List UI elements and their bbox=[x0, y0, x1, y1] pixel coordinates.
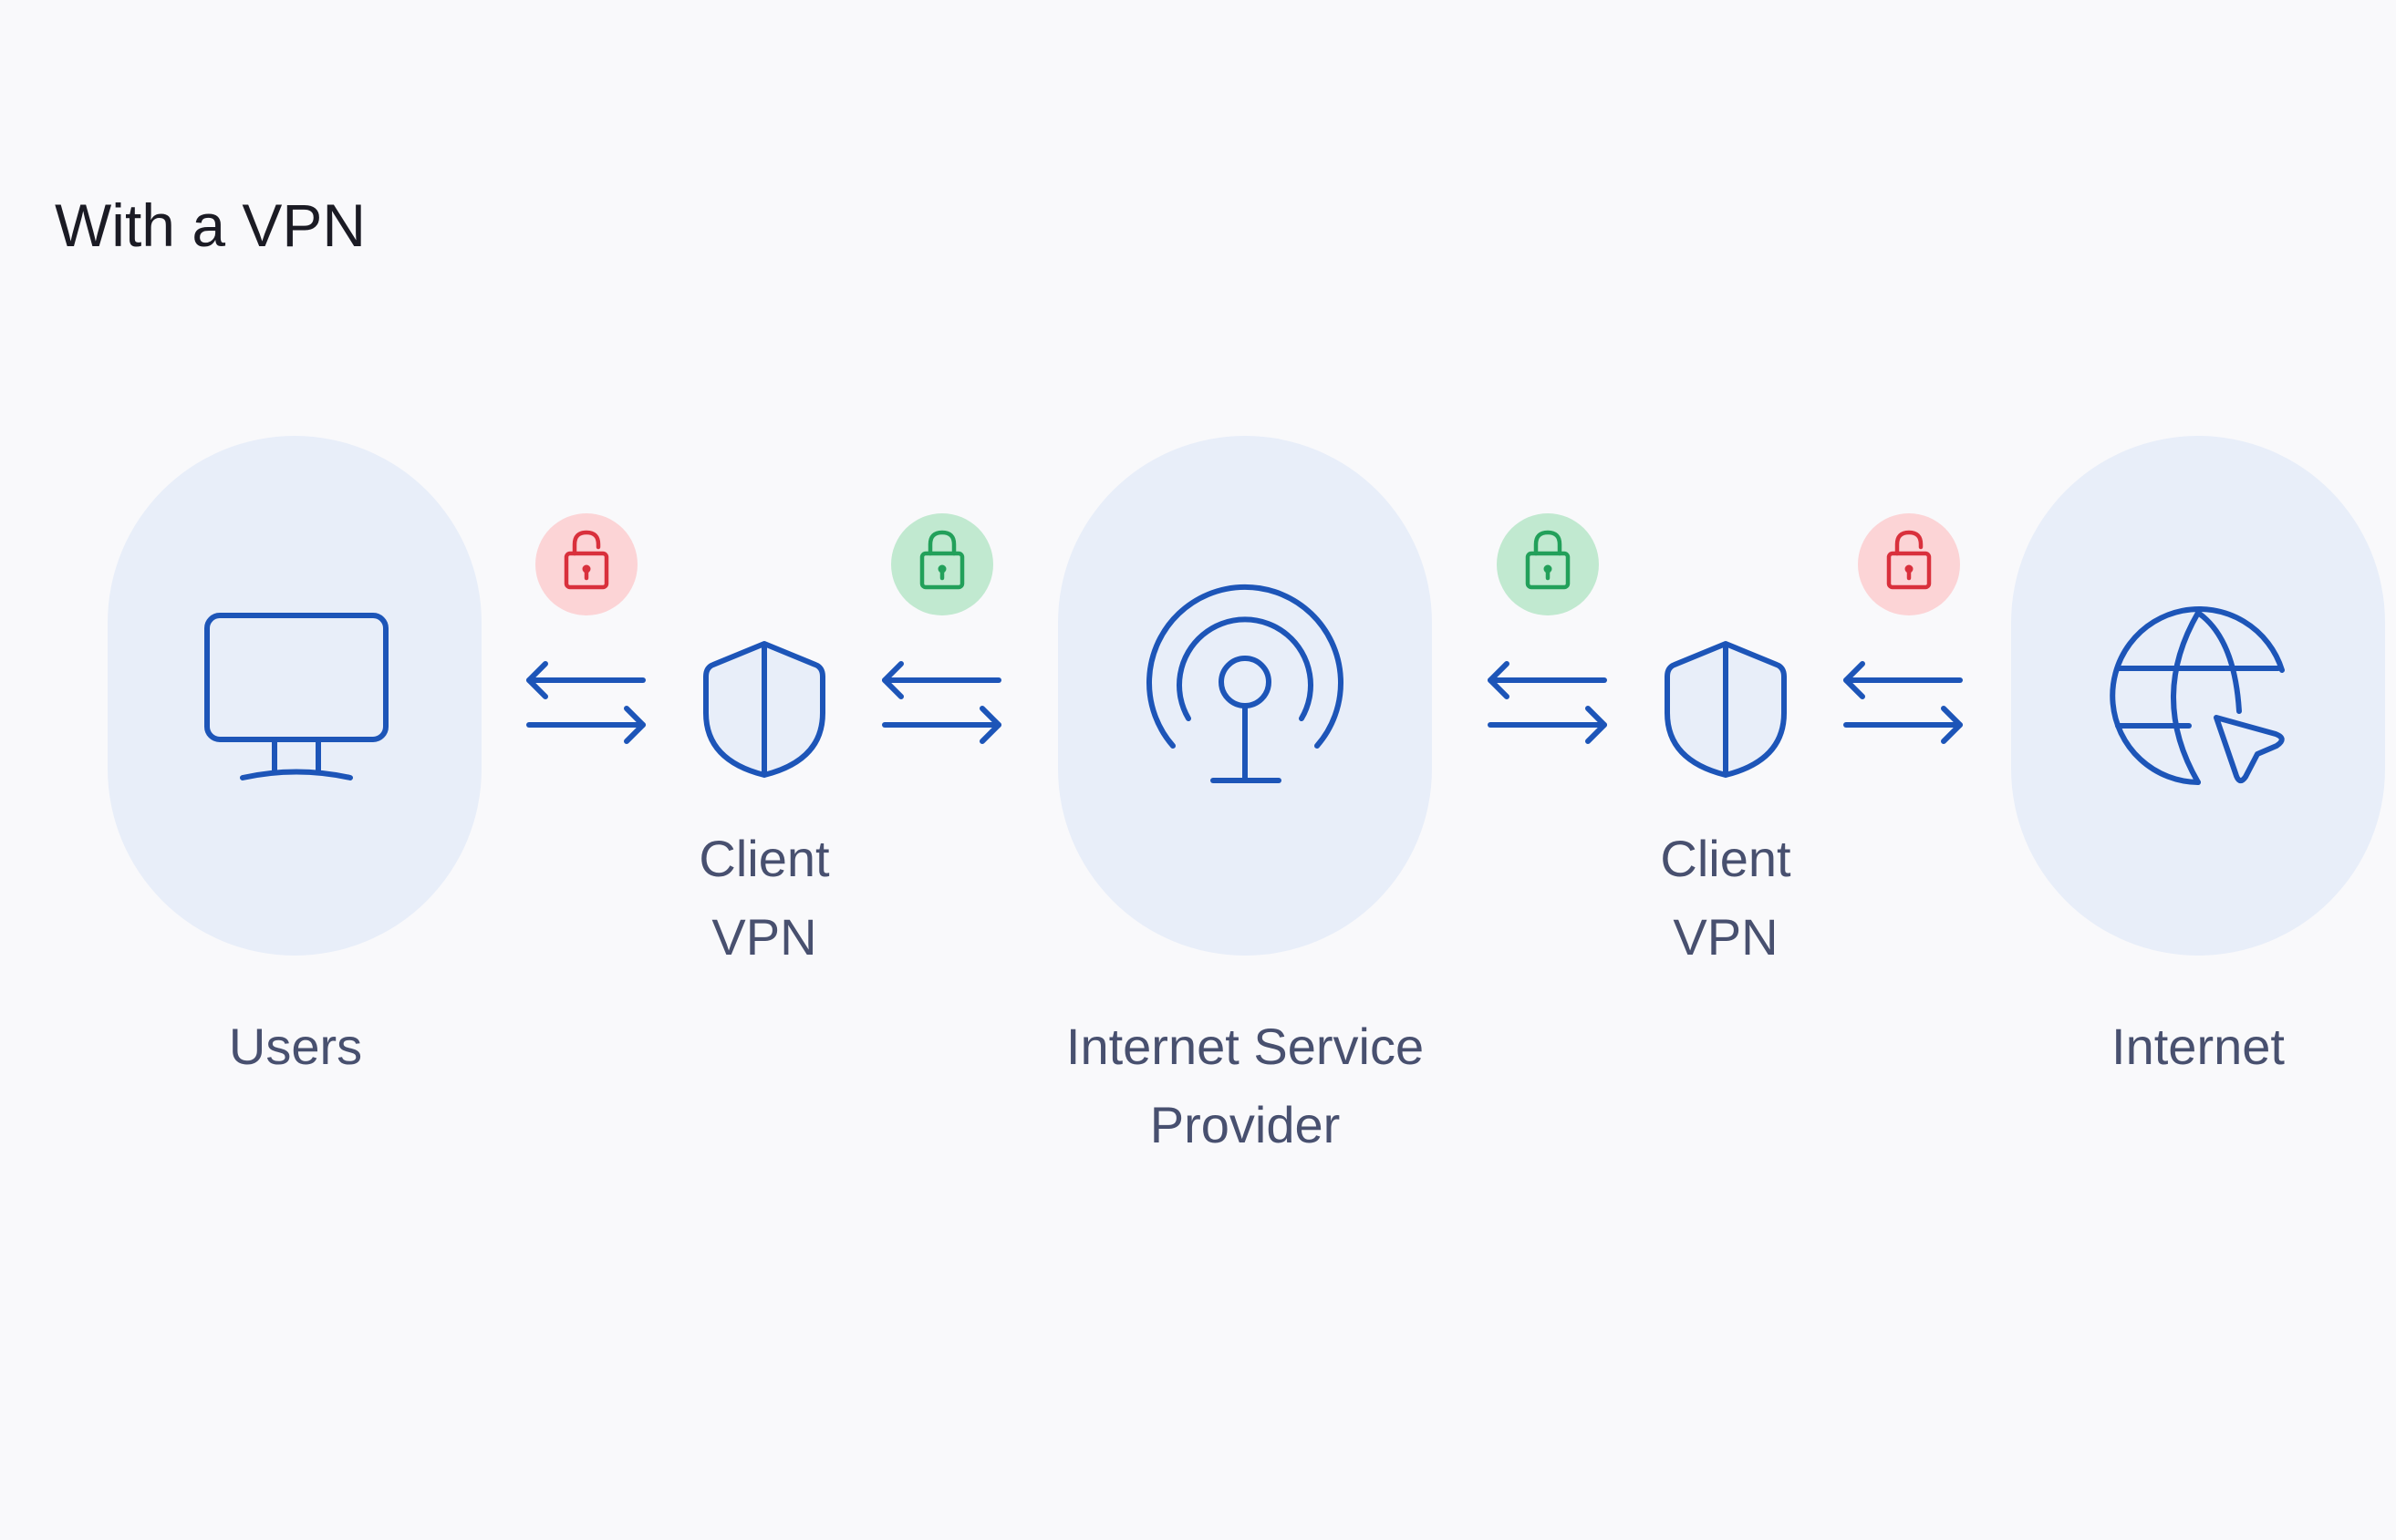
monitor-icon bbox=[204, 613, 389, 780]
vpn-right-label-line2: VPN bbox=[1673, 908, 1778, 966]
arrows-bidirectional-icon bbox=[526, 661, 646, 744]
node-isp: Internet Service Provider bbox=[1058, 436, 1432, 1153]
isp-label-line2: Provider bbox=[1150, 1096, 1341, 1153]
open-lock-icon bbox=[535, 513, 638, 615]
internet-label: Internet bbox=[2111, 1018, 2285, 1075]
node-internet: Internet bbox=[2011, 436, 2385, 1075]
closed-lock-icon bbox=[891, 513, 993, 615]
shield-icon bbox=[1665, 641, 1787, 778]
arrows-bidirectional-icon bbox=[1843, 661, 1963, 744]
link-vpn-internet bbox=[1843, 513, 1963, 744]
link-users-vpn bbox=[526, 513, 646, 744]
internet-pill bbox=[2011, 436, 2385, 956]
arrows-bidirectional-icon bbox=[882, 661, 1001, 744]
node-users: Users bbox=[108, 436, 482, 1075]
broadcast-antenna-icon bbox=[1146, 584, 1343, 783]
link-isp-vpn bbox=[1488, 513, 1607, 744]
arrows-bidirectional-icon bbox=[1488, 661, 1607, 744]
node-vpn-right: Client VPN bbox=[1660, 641, 1791, 966]
open-lock-icon bbox=[1858, 513, 1960, 615]
vpn-left-label-line1: Client bbox=[699, 830, 830, 887]
shield-icon bbox=[703, 641, 825, 778]
isp-pill bbox=[1058, 436, 1432, 956]
node-vpn-left: Client VPN bbox=[699, 641, 830, 966]
globe-cursor-icon bbox=[2110, 606, 2285, 785]
page-title: With a VPN bbox=[55, 191, 366, 259]
vpn-left-label-line2: VPN bbox=[711, 908, 816, 966]
isp-label-line1: Internet Service bbox=[1066, 1018, 1424, 1075]
users-label: Users bbox=[229, 1018, 362, 1075]
closed-lock-icon bbox=[1497, 513, 1599, 615]
vpn-right-label-line1: Client bbox=[1660, 830, 1791, 887]
link-vpn-isp bbox=[882, 513, 1001, 744]
users-pill bbox=[108, 436, 482, 956]
